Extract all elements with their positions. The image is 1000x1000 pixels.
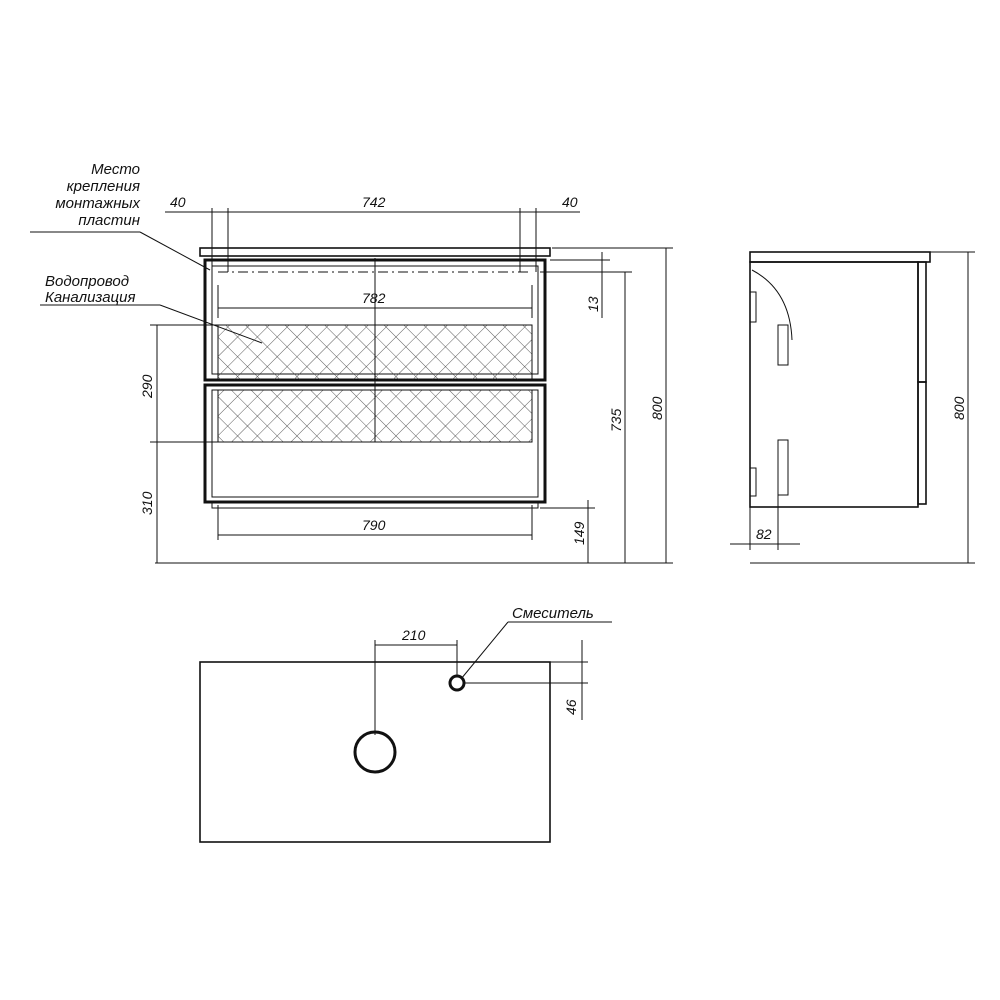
dim-tap-offset: 210 (401, 627, 426, 643)
drain-hole (353, 730, 397, 774)
label-mounting-1: Место (91, 161, 140, 178)
label-plumbing-2: Канализация (45, 289, 136, 306)
front-view: 40 742 40 782 790 290 310 13 149 7 (30, 161, 673, 564)
dim-pipes-zone: 290 (139, 374, 155, 399)
dim-top-gap: 13 (585, 296, 601, 312)
dim-left-offset: 40 (170, 194, 186, 210)
dim-side-height: 800 (951, 396, 967, 420)
dim-total-height: 800 (649, 396, 665, 420)
dim-bottom-width: 790 (362, 517, 386, 533)
dim-plate-span: 742 (362, 194, 386, 210)
dim-pipes-bottom: 310 (139, 491, 155, 515)
label-plumbing-1: Водопровод (45, 273, 129, 290)
dim-mixer-offset: 46 (563, 699, 579, 715)
dim-side-depth: 82 (756, 526, 772, 542)
dim-front-height: 735 (608, 408, 624, 432)
countertop (199, 247, 551, 257)
dim-right-offset: 40 (562, 194, 578, 210)
dim-leg-height: 149 (571, 521, 587, 545)
label-mounting-3: монтажных (55, 195, 140, 212)
top-view: 210 46 Смеситель (199, 605, 612, 843)
label-mounting-2: крепления (67, 178, 140, 195)
label-mixer: Смеситель (512, 605, 594, 622)
dim-inner-width: 782 (362, 290, 386, 306)
label-mounting-4: пластин (78, 212, 140, 229)
side-view: 800 82 (730, 251, 975, 564)
side-body (749, 261, 919, 508)
